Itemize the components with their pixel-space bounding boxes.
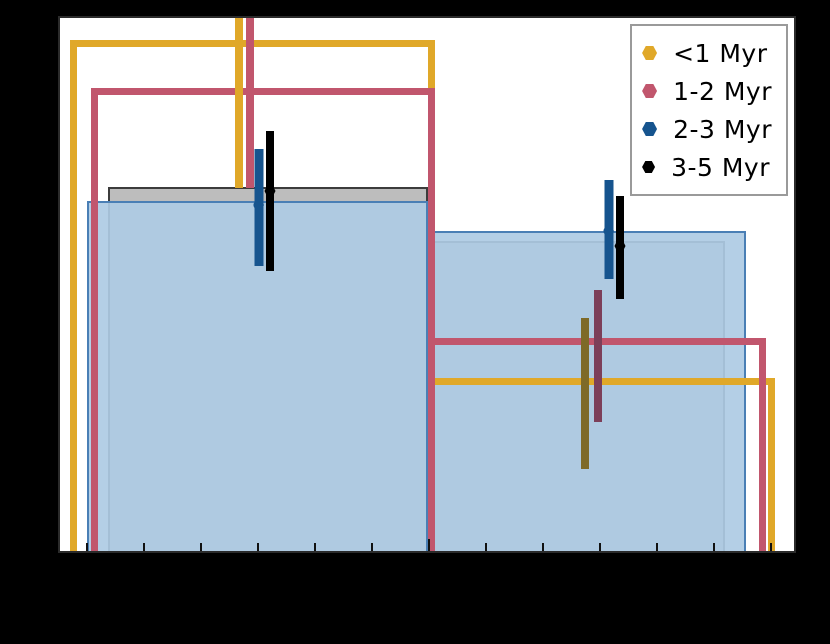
errorbar-2-3myr-bin1 (253, 149, 264, 266)
data-point-marker (614, 240, 626, 252)
legend-label: 3-5 Myr (671, 152, 770, 182)
legend-item-3-5myr[interactable]: 3-5 Myr (642, 148, 772, 186)
data-point-marker (264, 185, 276, 197)
plot-clip-region (60, 18, 794, 551)
hexagon-marker-icon (642, 122, 658, 136)
legend-label: 1-2 Myr (673, 76, 772, 106)
legend-item-2-3myr[interactable]: 2-3 Myr (642, 110, 772, 148)
errorbar-lt1myr-bin2 (581, 318, 589, 469)
errorbar-stem (594, 290, 602, 422)
errorbar-1-2myr-bin2 (594, 290, 602, 422)
plot-area: <1 Myr 1-2 Myr 2-3 Myr 3-5 Myr (58, 16, 796, 553)
errorbar-1-2myr-bin1 (246, 18, 254, 188)
errorbar-lt1myr-bin1 (235, 18, 243, 188)
legend-item-lt1myr[interactable]: <1 Myr (642, 34, 772, 72)
data-point-marker (603, 225, 614, 237)
errorbar-3-5myr-bin2 (614, 196, 626, 299)
errorbar-3-5myr-bin1 (264, 131, 276, 271)
errorbar-stem (266, 131, 274, 271)
legend: <1 Myr 1-2 Myr 2-3 Myr 3-5 Myr (630, 24, 788, 196)
step-1-2myr-bin1 (91, 88, 435, 551)
errorbar-stem (246, 18, 254, 188)
errorbar-stem (235, 18, 243, 188)
legend-item-1-2myr[interactable]: 1-2 Myr (642, 72, 772, 110)
legend-label: <1 Myr (673, 38, 768, 68)
legend-label: 2-3 Myr (673, 114, 772, 144)
hexagon-marker-icon (642, 84, 658, 98)
data-point-marker (253, 199, 264, 211)
errorbar-2-3myr-bin2 (603, 180, 614, 279)
hexagon-marker-icon (642, 46, 658, 60)
hexagon-marker-icon (642, 161, 656, 173)
errorbar-stem (581, 318, 589, 469)
